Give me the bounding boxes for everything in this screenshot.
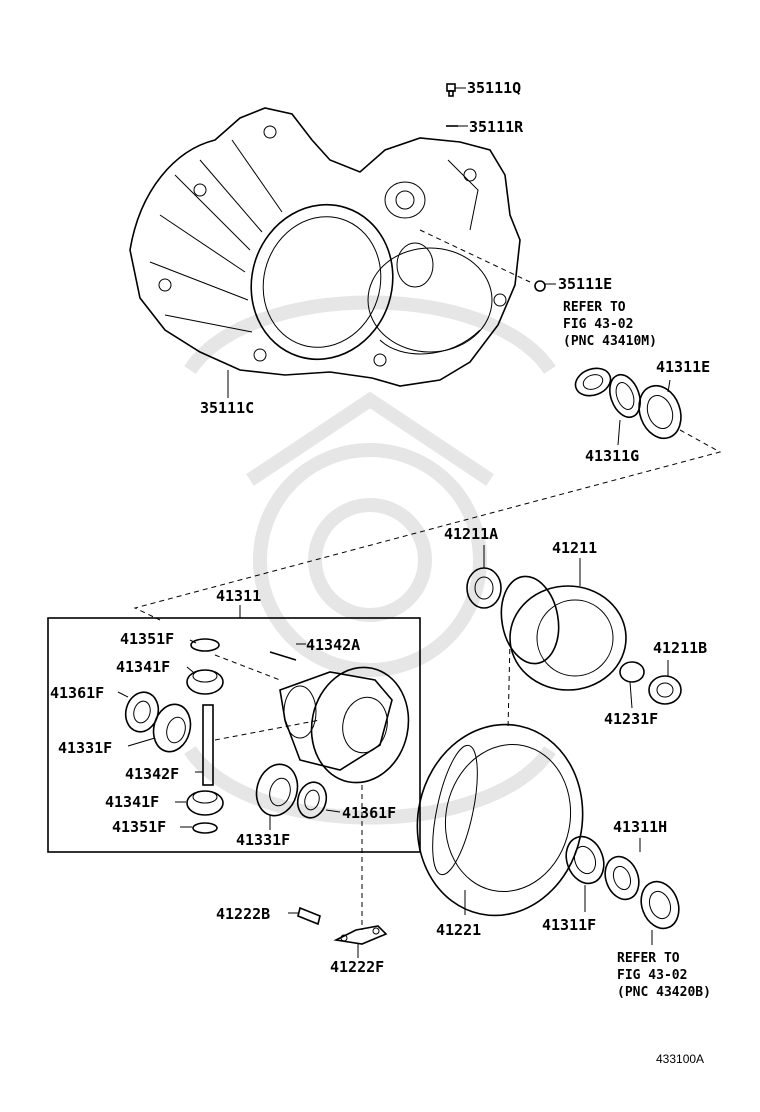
refer-bottom-line2: FIG 43-02 <box>617 968 687 983</box>
ring-gear-41221-drawing <box>416 723 584 917</box>
label-41211: 41211 <box>552 539 597 557</box>
label-41331F-left: 41331F <box>58 739 112 757</box>
watermark-emblem <box>184 295 556 825</box>
label-35111E: 35111E <box>558 275 612 293</box>
label-41311: 41311 <box>216 587 261 605</box>
label-41222F: 41222F <box>330 958 384 976</box>
bolt-41222B-drawing <box>288 906 321 926</box>
label-41351F-bottom: 41351F <box>112 818 166 836</box>
label-41221: 41221 <box>436 921 481 939</box>
refer-bottom-line1: REFER TO <box>617 951 680 966</box>
label-41211B: 41211B <box>653 639 707 657</box>
label-35111R: 35111R <box>469 118 524 136</box>
label-41361F-left: 41361F <box>50 684 104 702</box>
label-41341F-bottom: 41341F <box>105 793 159 811</box>
refer-top-line1: REFER TO <box>563 300 626 315</box>
label-41361F-right: 41361F <box>342 804 396 822</box>
label-41311F: 41311F <box>542 916 596 934</box>
plug-35111Q-drawing <box>446 83 466 97</box>
plug-35111E-drawing <box>534 280 556 292</box>
label-41311E: 41311E <box>656 358 710 376</box>
label-35111Q: 35111Q <box>467 79 521 97</box>
label-41341F-top: 41341F <box>116 658 170 676</box>
bearing-set-top-drawing <box>133 367 722 621</box>
drive-gear-41211-drawing <box>466 545 682 731</box>
label-41351F-top: 41351F <box>120 630 174 648</box>
label-41331F-bottom: 41331F <box>236 831 290 849</box>
label-41342A: 41342A <box>306 636 360 654</box>
refer-bottom-line3: (PNC 43420B) <box>617 985 711 1000</box>
label-41222B: 41222B <box>216 905 270 923</box>
label-41311H: 41311H <box>613 818 667 836</box>
figure-id: 433100A <box>656 1052 704 1066</box>
label-41231F: 41231F <box>604 710 658 728</box>
differential-parts-drawing <box>117 638 410 930</box>
label-41311G: 41311G <box>585 447 639 465</box>
label-41342F: 41342F <box>125 765 179 783</box>
lock-plate-41222F-drawing <box>333 925 388 958</box>
label-35111C: 35111C <box>200 399 254 417</box>
bearing-set-bottom-drawing <box>565 835 680 945</box>
differential-assembly-box <box>47 605 421 853</box>
transaxle-housing-drawing <box>129 107 531 398</box>
refer-top-line2: FIG 43-02 <box>563 317 633 332</box>
refer-top-line3: (PNC 43410M) <box>563 334 657 349</box>
label-41211A: 41211A <box>444 525 498 543</box>
